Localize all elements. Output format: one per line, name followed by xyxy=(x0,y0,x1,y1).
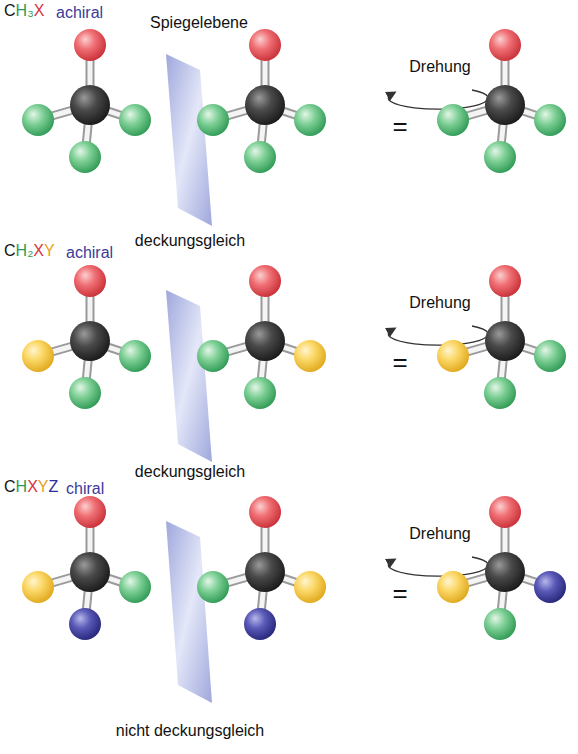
molecule xyxy=(22,265,151,409)
atom xyxy=(197,104,229,136)
equals-sign: = xyxy=(392,112,407,142)
atom xyxy=(244,141,276,173)
atom xyxy=(119,104,151,136)
molecule xyxy=(22,496,151,640)
atom xyxy=(69,141,101,173)
formula-letter: ₃ xyxy=(27,2,34,19)
row-illustration xyxy=(22,496,566,703)
atom xyxy=(294,571,326,603)
atom xyxy=(119,571,151,603)
atom xyxy=(22,340,54,372)
mirror-plane xyxy=(166,54,212,226)
formula-letter: Y xyxy=(38,478,49,495)
formula-letter: H xyxy=(16,478,28,495)
carbon-atom xyxy=(70,321,110,361)
carbon-atom xyxy=(485,85,525,125)
formula-letter: Y xyxy=(44,242,55,259)
equals-sign: = xyxy=(392,579,407,609)
carbon-atom xyxy=(70,85,110,125)
equals-sign: = xyxy=(392,348,407,378)
atom xyxy=(437,340,469,372)
atom xyxy=(249,29,281,61)
molecule xyxy=(197,29,326,173)
formula-letter: Z xyxy=(48,478,58,495)
atom xyxy=(489,29,521,61)
formula-letter: C xyxy=(4,478,16,495)
formula-letter: X xyxy=(34,2,45,19)
molecule xyxy=(437,496,566,640)
atom xyxy=(249,496,281,528)
formula: CH₂XY xyxy=(4,242,55,260)
atom xyxy=(244,377,276,409)
mirror-plane xyxy=(166,290,212,462)
result-label: deckungsgleich xyxy=(135,463,245,481)
carbon-atom xyxy=(245,321,285,361)
chirality-label: achiral xyxy=(66,244,113,262)
formula-letter: X xyxy=(33,242,44,259)
atom xyxy=(484,377,516,409)
atom xyxy=(534,571,566,603)
formula-letter: ₂ xyxy=(27,242,33,259)
atom xyxy=(74,29,106,61)
molecule xyxy=(197,496,326,640)
atom xyxy=(197,571,229,603)
chirality-label: chiral xyxy=(66,480,104,498)
atom xyxy=(244,608,276,640)
result-label: nicht deckungsgleich xyxy=(116,722,265,740)
molecule xyxy=(437,29,566,173)
formula-letter: C xyxy=(4,242,16,259)
rotation-label: Drehung xyxy=(409,525,470,543)
formula: CH₃X xyxy=(4,2,44,20)
row-illustration xyxy=(22,265,566,462)
atom xyxy=(484,141,516,173)
atom xyxy=(249,265,281,297)
carbon-atom xyxy=(70,552,110,592)
atom xyxy=(489,265,521,297)
atom xyxy=(489,496,521,528)
atom xyxy=(74,496,106,528)
formula-letter: H xyxy=(16,242,28,259)
formula-letter: C xyxy=(4,2,16,19)
mirror-label: Spiegelebene xyxy=(150,14,248,32)
rotation-arrow xyxy=(388,326,488,345)
atom xyxy=(197,340,229,372)
carbon-atom xyxy=(485,552,525,592)
rotation-arrow xyxy=(388,90,488,109)
atom xyxy=(484,608,516,640)
formula-letter: X xyxy=(27,478,38,495)
molecule xyxy=(22,29,151,173)
atom xyxy=(69,377,101,409)
row-illustration xyxy=(22,29,566,226)
atom xyxy=(22,571,54,603)
atom xyxy=(534,340,566,372)
molecule xyxy=(437,265,566,409)
rotation-arrow xyxy=(388,557,488,576)
result-label: deckungsgleich xyxy=(135,232,245,250)
atom xyxy=(437,571,469,603)
atom xyxy=(294,340,326,372)
atom xyxy=(294,104,326,136)
carbon-atom xyxy=(245,85,285,125)
formula-letter: H xyxy=(16,2,28,19)
atom xyxy=(119,340,151,372)
molecule xyxy=(197,265,326,409)
formula: CHXYZ xyxy=(4,478,58,496)
rotation-label: Drehung xyxy=(409,294,470,312)
atom xyxy=(22,104,54,136)
atom xyxy=(534,104,566,136)
carbon-atom xyxy=(245,552,285,592)
mirror-plane xyxy=(166,521,212,703)
atom xyxy=(437,104,469,136)
rotation-label: Drehung xyxy=(409,58,470,76)
atom xyxy=(69,608,101,640)
chirality-label: achiral xyxy=(56,4,103,22)
atom xyxy=(74,265,106,297)
carbon-atom xyxy=(485,321,525,361)
